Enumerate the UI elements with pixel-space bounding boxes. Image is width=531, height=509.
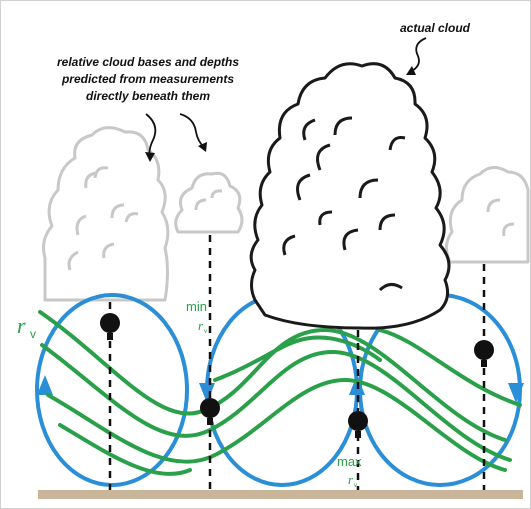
min-r-symbol: r bbox=[198, 318, 204, 333]
circulation-loop-1 bbox=[35, 293, 189, 487]
caption-line-2: predicted from measurements bbox=[61, 72, 234, 86]
arrowhead-icon bbox=[145, 152, 155, 162]
moisture-contours bbox=[38, 310, 522, 476]
rv-label-subscript: v bbox=[30, 327, 36, 341]
down-arrow-icon bbox=[199, 383, 215, 403]
down-arrow-icon bbox=[508, 383, 524, 403]
moisture-contour-1 bbox=[38, 310, 507, 442]
min-label: min bbox=[186, 299, 207, 314]
ground bbox=[38, 490, 523, 499]
max-r-symbol: r bbox=[348, 472, 354, 487]
rv-label: r bbox=[17, 313, 26, 338]
caption-line-1: relative cloud bases and depths bbox=[57, 55, 239, 69]
max-label: max bbox=[337, 454, 362, 469]
sensor-payload-icon bbox=[355, 431, 361, 438]
actual-cloud-label: actual cloud bbox=[400, 21, 471, 35]
predicted-cloud-right bbox=[445, 166, 530, 264]
moisture-contour-3 bbox=[46, 377, 507, 472]
moisture-contour-5 bbox=[213, 335, 382, 382]
arrowhead-icon bbox=[198, 142, 207, 152]
sensor-balloon-icon bbox=[474, 340, 494, 360]
moisture-contour-4 bbox=[58, 423, 192, 476]
caption-line-3: directly beneath them bbox=[86, 89, 210, 103]
arrowhead-icon bbox=[406, 66, 416, 75]
sensor-balloon-icon bbox=[200, 398, 220, 418]
up-arrow-icon bbox=[37, 375, 53, 395]
max-r-subscript: v bbox=[354, 483, 357, 489]
actual-cloud bbox=[249, 62, 451, 330]
sensor-balloon-icon bbox=[348, 411, 368, 431]
moisture-contour-2 bbox=[40, 343, 512, 462]
min-r-subscript: v bbox=[204, 329, 207, 335]
predicted-cloud-left bbox=[42, 126, 170, 302]
curved-arrow-icon bbox=[179, 113, 205, 148]
sensors bbox=[100, 313, 494, 438]
sensor-payload-icon bbox=[481, 360, 487, 367]
predicted-cloud-middle bbox=[174, 171, 244, 234]
moisture-contour-6 bbox=[378, 328, 522, 407]
caption-block: relative cloud bases and depths predicte… bbox=[57, 55, 239, 103]
sensor-payload-icon bbox=[107, 333, 113, 340]
sensor-payload-icon bbox=[207, 418, 213, 425]
curved-arrow-icon bbox=[409, 37, 427, 73]
annotation-arrows bbox=[145, 37, 427, 162]
sensor-balloon-icon bbox=[100, 313, 120, 333]
